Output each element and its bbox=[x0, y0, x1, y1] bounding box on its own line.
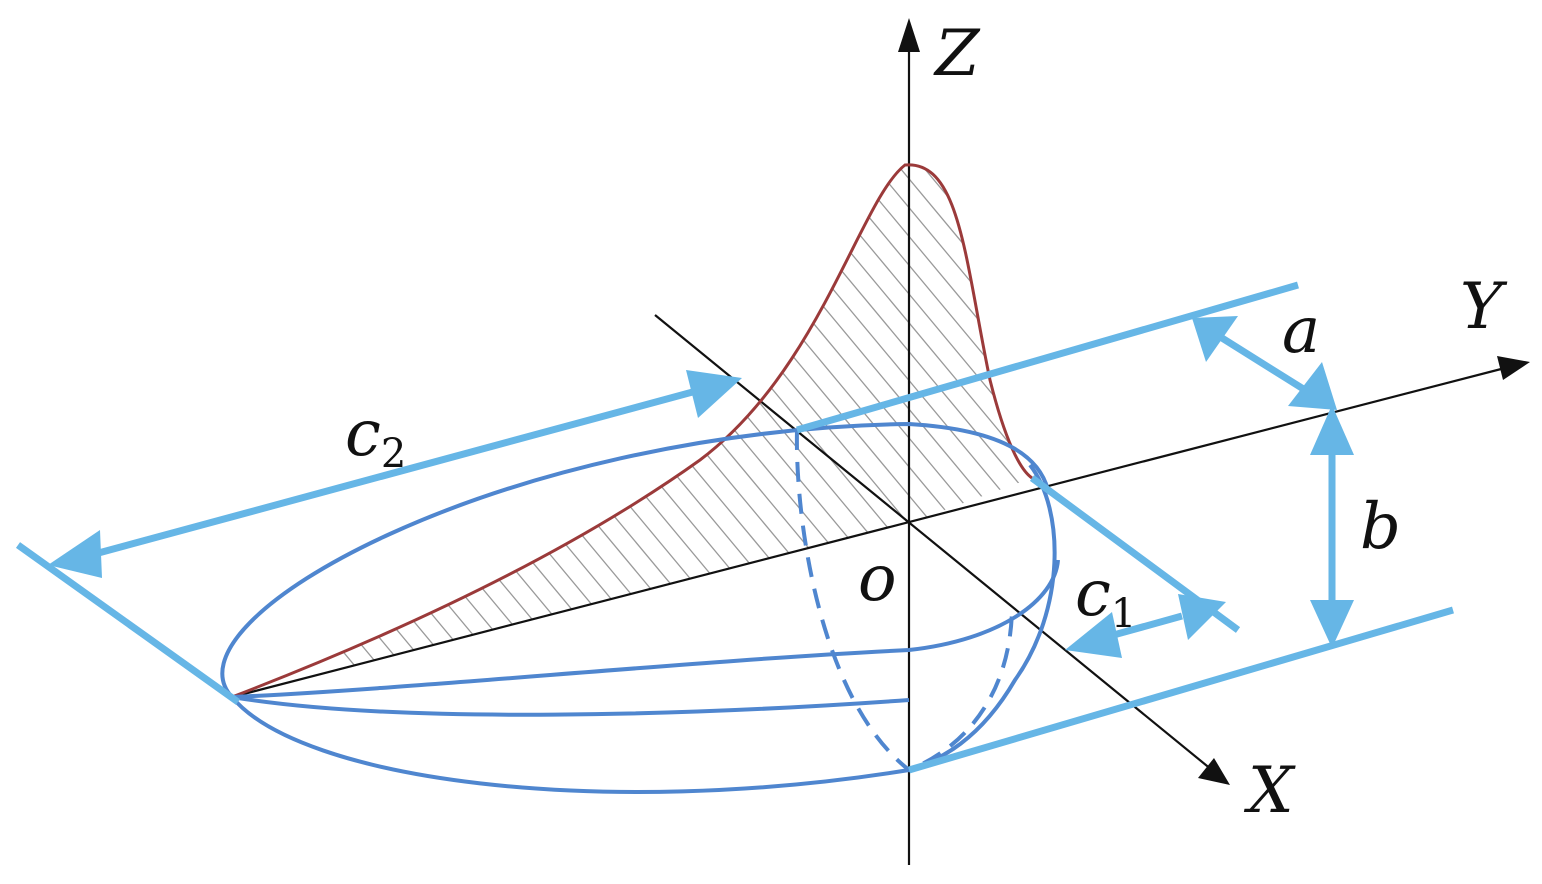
dimension-lines bbox=[15, 281, 1454, 774]
hatch-line bbox=[1076, 120, 1542, 720]
hatch-line bbox=[787, 164, 1032, 698]
c2-extension-left bbox=[15, 542, 241, 705]
hatch-line bbox=[1316, 120, 1542, 720]
c2-arrow-left bbox=[48, 530, 102, 578]
ellipsoid-bottom-rim bbox=[230, 695, 910, 794]
hatch-line bbox=[307, 164, 809, 698]
double-ellipsoid bbox=[220, 421, 1060, 794]
heat-flux-curve bbox=[231, 163, 1033, 699]
hatch-line bbox=[859, 164, 1032, 698]
bottom-extension-line bbox=[908, 606, 1454, 774]
a-arrow-bottom bbox=[1288, 362, 1337, 410]
c2-label: c2 bbox=[345, 397, 406, 477]
top-extension-line bbox=[796, 281, 1299, 434]
hatch-line bbox=[232, 164, 497, 698]
hatch-line bbox=[979, 164, 1032, 698]
x-axis-label: X bbox=[1243, 754, 1296, 828]
ellipsoid-front-rim bbox=[231, 559, 1060, 699]
hatch-line bbox=[619, 164, 1032, 698]
hatch-line bbox=[1388, 120, 1542, 720]
hatch-line bbox=[232, 164, 473, 698]
hatch-line bbox=[1436, 120, 1542, 720]
b-label: b bbox=[1360, 490, 1401, 564]
hatch-line bbox=[1148, 120, 1542, 720]
hatch-line bbox=[1196, 120, 1542, 720]
labels: Z Y X o a b c1 c2 bbox=[345, 17, 1508, 828]
hatch-line bbox=[259, 164, 761, 698]
c2-subscript: 2 bbox=[381, 431, 406, 477]
y-axis bbox=[231, 366, 1506, 699]
z-axis-label: Z bbox=[933, 17, 981, 91]
y-axis-arrowhead bbox=[1497, 356, 1530, 380]
hatch-line bbox=[811, 164, 1032, 698]
axes bbox=[231, 18, 1530, 865]
hatch-line bbox=[547, 164, 1032, 698]
ellipsoid-hidden-section bbox=[794, 429, 1014, 773]
hatch-line bbox=[1268, 120, 1542, 720]
hatch-line bbox=[232, 164, 401, 698]
b-arrow-bottom bbox=[1310, 600, 1354, 648]
hatch-line bbox=[1100, 120, 1542, 720]
a-arrow-top bbox=[1192, 316, 1238, 362]
c2-arrow-right bbox=[686, 370, 742, 418]
hatch-line bbox=[643, 164, 1032, 698]
hatch-line bbox=[1412, 120, 1542, 720]
hatch-line bbox=[1172, 120, 1542, 720]
hatch-line bbox=[232, 164, 521, 698]
hatch-line bbox=[499, 164, 1001, 698]
y-axis-label: Y bbox=[1460, 270, 1508, 344]
hatch-line bbox=[1484, 120, 1542, 720]
c1-dimension-line bbox=[1109, 612, 1183, 640]
a-label: a bbox=[1282, 294, 1320, 368]
hatch-line bbox=[1340, 120, 1542, 720]
ellipsoid-top-rim bbox=[220, 421, 1050, 699]
origin-label: o bbox=[858, 542, 897, 616]
hatch-line bbox=[232, 164, 713, 698]
hatch-line bbox=[451, 164, 953, 698]
hatch-line bbox=[232, 164, 545, 698]
x-axis bbox=[654, 314, 1213, 771]
hatch-line bbox=[1460, 120, 1542, 720]
c1-base: c bbox=[1075, 557, 1111, 631]
hatch-line bbox=[232, 164, 593, 698]
hatch-line bbox=[232, 164, 689, 698]
hatch-line bbox=[355, 164, 857, 698]
z-axis-arrowhead bbox=[898, 18, 920, 52]
c1-subscript: 1 bbox=[1111, 591, 1136, 637]
hatch-line bbox=[379, 164, 881, 698]
hatch-line bbox=[235, 164, 737, 698]
dimension-arrowheads bbox=[48, 316, 1354, 658]
ellipsoid-right-side bbox=[908, 463, 1057, 772]
x-axis-arrowhead bbox=[1198, 758, 1230, 785]
hatch-line bbox=[595, 164, 1032, 698]
c2-dimension-line bbox=[79, 386, 701, 562]
c1-arrow-right bbox=[1178, 594, 1226, 640]
a-dimension-line bbox=[1220, 335, 1307, 393]
c2-base: c bbox=[345, 397, 381, 471]
b-arrow-top bbox=[1310, 405, 1354, 455]
ellipsoid-inner-fold bbox=[231, 695, 910, 717]
hatch-line bbox=[835, 164, 1032, 698]
hatch-line bbox=[427, 164, 929, 698]
hatch-line bbox=[475, 164, 977, 698]
hatch-line bbox=[931, 164, 1032, 698]
c1-arrow-left bbox=[1065, 612, 1122, 658]
c1-label: c1 bbox=[1075, 557, 1136, 637]
hatch-fill bbox=[232, 120, 1542, 720]
